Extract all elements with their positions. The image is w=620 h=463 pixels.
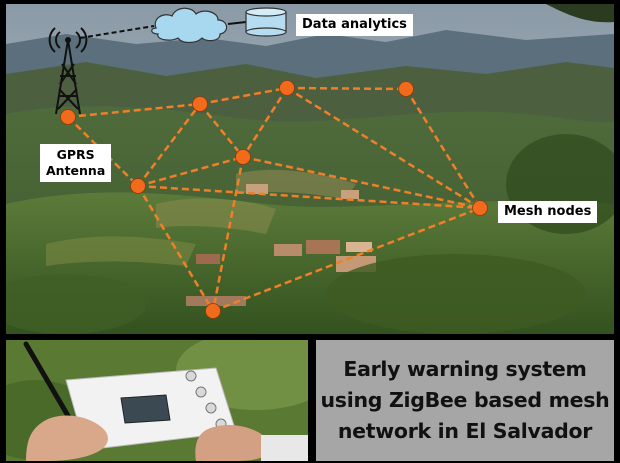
device-button-icon <box>205 402 217 414</box>
gprs-tower-icon <box>48 27 88 115</box>
mesh-link <box>136 185 215 312</box>
caption-line-2: using ZigBee based mesh <box>320 388 610 412</box>
caption-panel: Early warning system using ZigBee based … <box>316 340 614 461</box>
mesh-nodes <box>60 80 488 319</box>
mesh-node <box>130 178 146 194</box>
house <box>306 240 340 254</box>
gprs-antenna-label: GPRS Antenna <box>40 144 112 182</box>
bushes <box>326 254 586 334</box>
caption-line-1: Early warning system <box>343 357 587 381</box>
mesh-link <box>137 184 481 210</box>
caption-text: Early warning system using ZigBee based … <box>321 354 610 447</box>
mesh-link <box>137 155 244 188</box>
gprs-text: GPRS <box>56 147 95 162</box>
mesh-link <box>241 87 289 158</box>
mesh-link <box>199 103 244 158</box>
landscape-illustration <box>6 4 614 334</box>
mesh-link <box>212 206 481 313</box>
data-analytics-text: Data analytics <box>302 17 407 32</box>
mesh-link <box>211 156 245 312</box>
mesh-link <box>286 86 481 210</box>
mesh-node <box>192 96 208 112</box>
mesh-links <box>67 86 482 313</box>
house <box>341 190 359 199</box>
mesh-link <box>286 86 407 91</box>
cloud-icon <box>151 7 228 44</box>
caption-line-3: network in El Salvador <box>337 419 593 443</box>
tree-branch <box>546 4 614 23</box>
mesh-link <box>199 86 288 106</box>
device-antenna-icon <box>23 341 77 429</box>
mesh-link <box>137 103 201 187</box>
mesh-node <box>205 303 221 319</box>
right-hand <box>195 425 271 461</box>
device-buttons <box>185 370 227 430</box>
device-screen <box>120 394 171 424</box>
mesh-link <box>67 102 201 119</box>
left-hand <box>26 415 108 461</box>
cloud-to-database-line <box>227 21 247 25</box>
landscape-diagram: Data analytics GPRS Antenna Mesh nodes <box>6 4 614 334</box>
mesh-node <box>472 200 488 216</box>
device-illustration <box>6 340 308 461</box>
antenna-text: Antenna <box>46 163 106 178</box>
mesh-node <box>398 81 414 97</box>
antenna-node <box>60 109 76 125</box>
house <box>246 184 268 194</box>
mesh-link <box>242 155 481 210</box>
mesh-nodes-label: Mesh nodes <box>498 201 598 223</box>
sleeve <box>261 435 308 461</box>
field-patch <box>46 236 196 266</box>
mesh-nodes-text: Mesh nodes <box>504 204 592 219</box>
database-icon <box>245 7 287 37</box>
data-analytics-label: Data analytics <box>296 14 413 36</box>
mesh-node <box>235 149 251 165</box>
bushes <box>6 274 146 334</box>
device-button-icon <box>195 386 207 398</box>
house <box>196 254 220 264</box>
house <box>346 242 372 252</box>
mesh-node <box>279 80 295 96</box>
device-button-icon <box>185 370 197 382</box>
field-patch <box>156 198 276 234</box>
mesh-link <box>404 88 482 209</box>
antenna-tip <box>65 37 71 43</box>
house <box>274 244 302 256</box>
device-photo <box>6 340 308 461</box>
uplink-line <box>79 25 155 39</box>
